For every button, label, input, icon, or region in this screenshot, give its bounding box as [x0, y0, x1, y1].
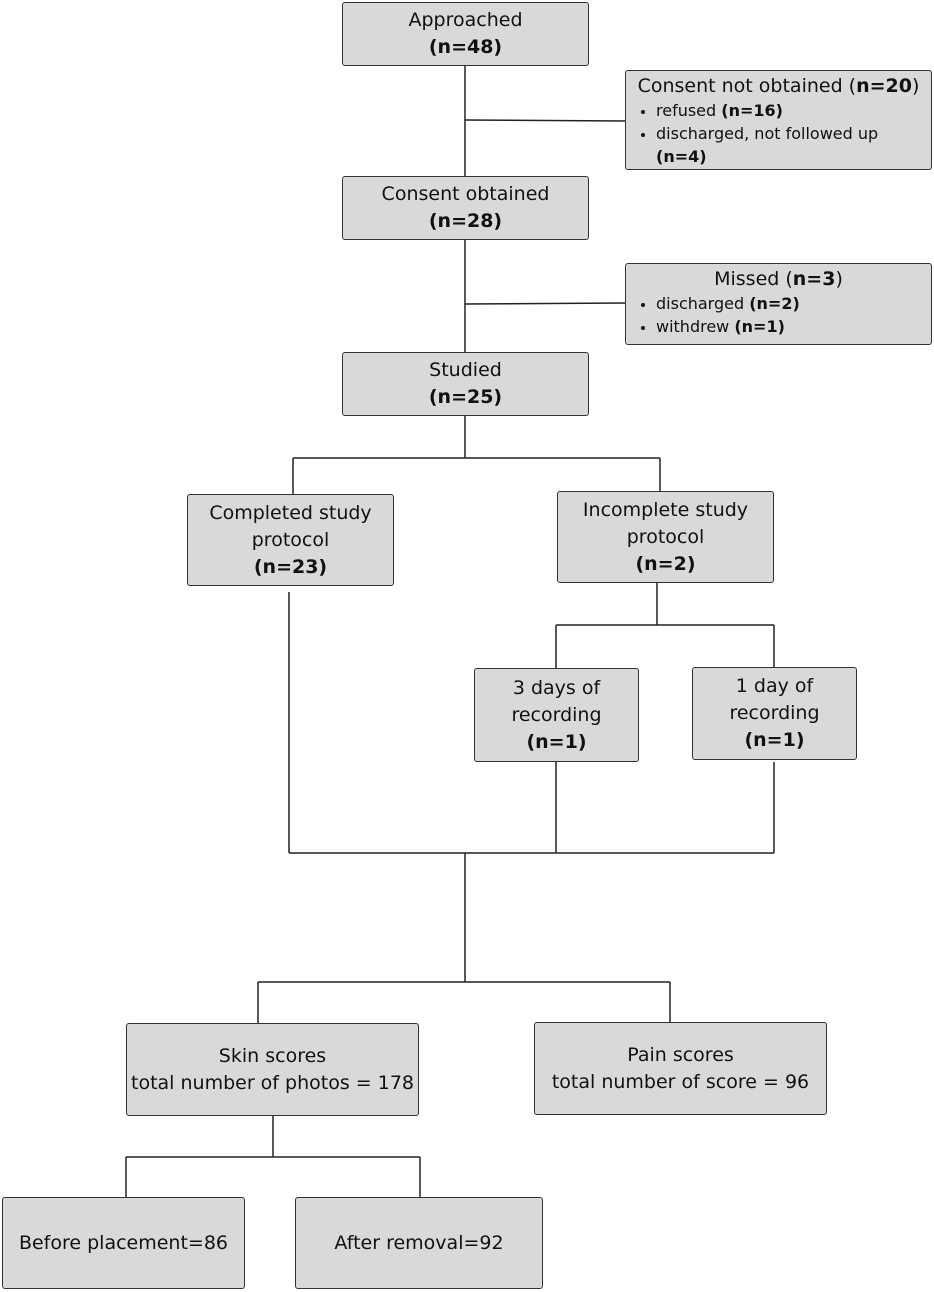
list-item-label: discharged, not followed up — [656, 124, 879, 143]
consent-not-obtained-close: ) — [911, 75, 920, 97]
consent-not-obtained-box: Consent not obtained (n=20) refused (n=1… — [625, 70, 932, 170]
three-days-count: (n=1) — [526, 730, 587, 753]
approached-label: Approached — [408, 9, 523, 31]
list-item-count: (n=1) — [734, 317, 785, 336]
list-item: withdrew (n=1) — [656, 315, 925, 338]
one-day-line2: recording — [729, 702, 820, 724]
approached-box: Approached (n=48) — [342, 2, 589, 66]
pain-scores-line1: Pain scores — [627, 1043, 734, 1066]
three-days-line2: recording — [511, 703, 602, 726]
consent-not-obtained-count: n=20 — [856, 75, 912, 97]
before-placement-box: Before placement=86 — [2, 1197, 245, 1289]
three-days-box: 3 days of recording (n=1) — [474, 668, 639, 762]
list-item: discharged, not followed up (n=4) — [656, 122, 925, 168]
one-day-box: 1 day of recording (n=1) — [692, 667, 857, 760]
consent-not-obtained-heading: Consent not obtained (n=20) — [632, 73, 925, 99]
incomplete-line2: protocol — [626, 525, 705, 548]
list-item-count: (n=4) — [656, 147, 707, 166]
completed-line2: protocol — [251, 528, 330, 551]
missed-heading: Missed (n=3) — [632, 266, 925, 292]
one-day-line1: 1 day of — [735, 675, 814, 697]
after-removal-label: After removal=92 — [334, 1231, 504, 1254]
incomplete-line1: Incomplete study — [582, 498, 749, 521]
completed-protocol-box: Completed study protocol (n=23) — [187, 494, 394, 586]
consent-obtained-count: (n=28) — [428, 210, 503, 232]
list-item: discharged (n=2) — [656, 292, 925, 315]
list-item-count: (n=2) — [749, 294, 800, 313]
incomplete-count: (n=2) — [635, 552, 696, 575]
list-item-label: withdrew — [656, 317, 735, 336]
incomplete-protocol-box: Incomplete study protocol (n=2) — [557, 491, 774, 583]
completed-line1: Completed study — [209, 501, 372, 524]
approached-count: (n=48) — [428, 36, 503, 58]
missed-list: discharged (n=2) withdrew (n=1) — [632, 292, 925, 338]
completed-count: (n=23) — [253, 555, 328, 578]
studied-count: (n=25) — [428, 386, 503, 408]
after-removal-box: After removal=92 — [295, 1197, 543, 1289]
missed-box: Missed (n=3) discharged (n=2) withdrew (… — [625, 263, 932, 345]
list-item: refused (n=16) — [656, 99, 925, 122]
consent-obtained-label: Consent obtained — [381, 183, 550, 205]
one-day-count: (n=1) — [744, 729, 805, 751]
missed-close: ) — [835, 268, 843, 290]
consent-obtained-box: Consent obtained (n=28) — [342, 176, 589, 240]
list-item-label: discharged — [656, 294, 750, 313]
pain-scores-line2: total number of score = 96 — [551, 1070, 810, 1093]
three-days-line1: 3 days of — [512, 676, 601, 699]
consent-not-obtained-label: Consent not obtained ( — [637, 75, 857, 97]
before-placement-label: Before placement=86 — [18, 1231, 229, 1254]
pain-scores-box: Pain scores total number of score = 96 — [534, 1022, 827, 1115]
list-item-label: refused — [656, 101, 722, 120]
list-item-count: (n=16) — [721, 101, 783, 120]
missed-label: Missed ( — [714, 268, 793, 290]
consent-not-obtained-list: refused (n=16) discharged, not followed … — [632, 99, 925, 168]
missed-count: n=3 — [792, 268, 836, 290]
studied-box: Studied (n=25) — [342, 352, 589, 416]
skin-scores-line1: Skin scores — [218, 1044, 327, 1067]
studied-label: Studied — [429, 359, 502, 381]
skin-scores-line2: total number of photos = 178 — [131, 1071, 414, 1094]
skin-scores-box: Skin scores total number of photos = 178 — [126, 1023, 419, 1116]
